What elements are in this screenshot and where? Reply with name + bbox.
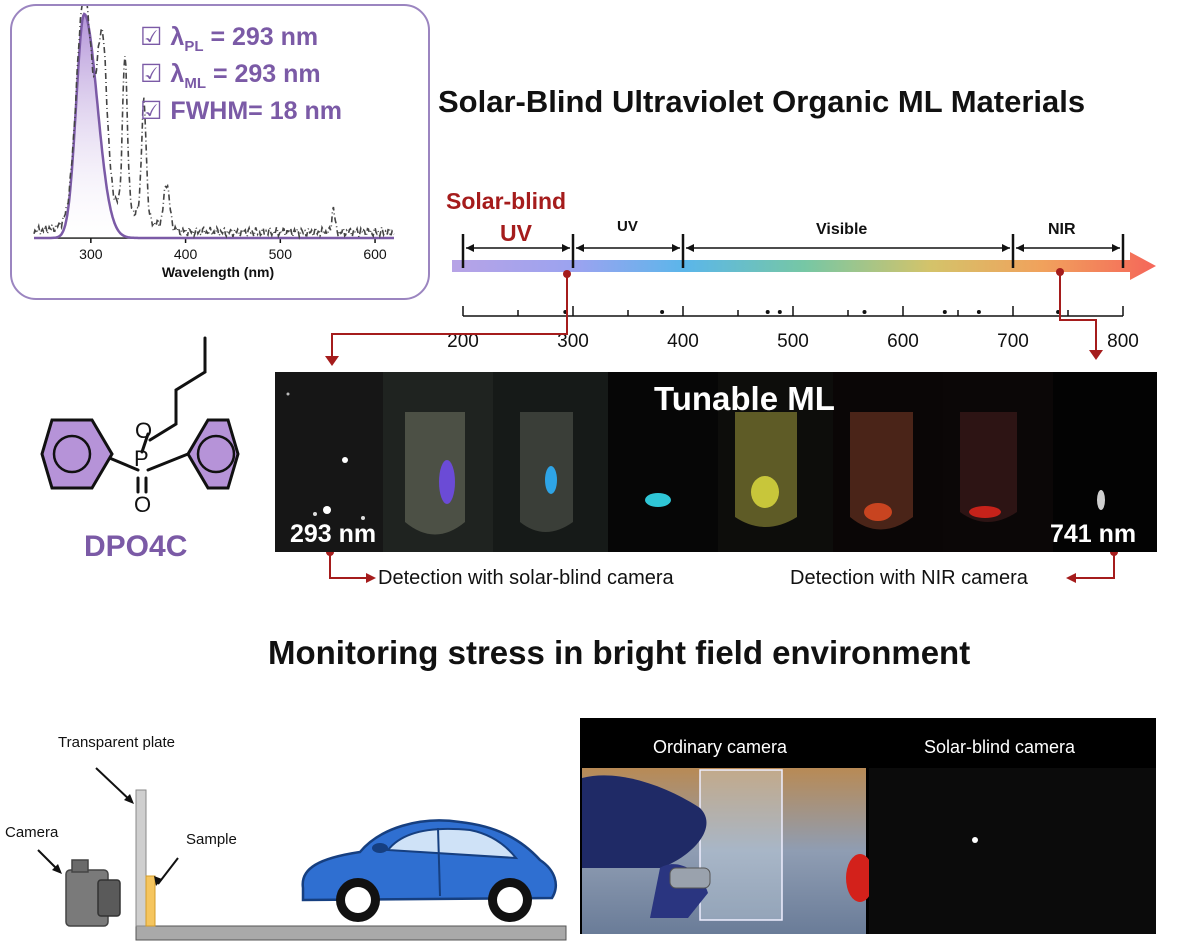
plate-label: Transparent plate [58, 734, 176, 751]
camera-icon [65, 859, 121, 927]
photo-left-label: 293 nm [290, 520, 377, 548]
bracket-arrow [1016, 244, 1024, 252]
tunable-ml-title: Tunable ML [654, 380, 835, 417]
spectrum-diagram: 200 300 400 500 600 700 800 [447, 234, 1156, 352]
inset-tick-label: 500 [269, 246, 293, 262]
solar-blind-uv-label: UV [500, 220, 532, 246]
inset-xlabel: Wavelength (nm) [162, 264, 274, 280]
segment-visible-label: Visible [816, 221, 868, 238]
sample-block [145, 875, 156, 927]
inset-plot-area: 300 400 500 600 [33, 6, 395, 262]
emission-point [660, 310, 665, 314]
axis-tick-label: 300 [557, 331, 589, 352]
inset-tick-label: 600 [363, 246, 387, 262]
oxygen-atom-bottom: O [134, 492, 151, 517]
oxygen-atom-top: O [135, 418, 152, 443]
pl-line [34, 12, 394, 240]
tunable-ml-photo-strip [275, 372, 1157, 552]
phosphorus-atom: P [134, 446, 149, 471]
spectrum-arrow [452, 252, 1156, 280]
inset-tick-label: 300 [79, 246, 103, 262]
sample-label: Sample [186, 831, 237, 848]
solar-blind-label: Solar-blind [446, 188, 567, 214]
bracket-arrow [672, 244, 680, 252]
base-platform [135, 925, 567, 941]
detection-left-text: Detection with solar-blind camera [378, 567, 674, 589]
ml-line [33, 6, 395, 240]
camera-comparison-photos [580, 718, 1156, 934]
main-title: Solar-Blind Ultraviolet Organic ML Mater… [438, 84, 1086, 119]
molecule-name: DPO4C [84, 530, 188, 563]
ml-photos [275, 372, 1157, 552]
setup-illustration [37, 767, 567, 941]
photo-right-label: 741 nm [1050, 520, 1137, 548]
bracket-arrow [562, 244, 570, 252]
axis-tick-label: 700 [997, 331, 1029, 352]
wavelength-axis: 200 300 400 500 600 700 800 [447, 306, 1139, 352]
annotation-ml: ☑λML = 293 nm [140, 60, 321, 92]
inset-tick-label: 400 [174, 246, 198, 262]
inset-chart: 300 400 500 600 Wavelength (nm) [33, 6, 395, 280]
molecule-structure: O P O [40, 336, 240, 517]
annotation-pl: ☑λPL = 293 nm [140, 23, 319, 55]
car-icon [301, 819, 557, 922]
bracket-arrow [1002, 244, 1010, 252]
bracket-arrow [686, 244, 694, 252]
phenyl-ring-left [40, 418, 114, 490]
comparison-photo-content [582, 768, 1156, 934]
emission-point [976, 310, 981, 314]
segment-uv-label: UV [617, 218, 638, 235]
emission-point [1056, 310, 1061, 314]
emission-point [765, 310, 770, 314]
axis-tick-label: 400 [667, 331, 699, 352]
emission-point [862, 310, 867, 314]
emission-point [563, 310, 568, 314]
axis-tick-label: 500 [777, 331, 809, 352]
segment-nir-label: NIR [1048, 221, 1076, 238]
axis-tick-label: 800 [1107, 331, 1139, 352]
bracket-arrow [1112, 244, 1120, 252]
butyl-chain [148, 336, 207, 442]
phenyl-ring-right [186, 418, 240, 490]
solar-blind-camera-label: Solar-blind camera [924, 737, 1076, 757]
ordinary-camera-label: Ordinary camera [653, 737, 788, 757]
subtitle: Monitoring stress in bright field enviro… [268, 634, 971, 671]
transparent-plate [135, 789, 147, 927]
spectrum-inset: 300 400 500 600 Wavelength (nm) [10, 4, 430, 300]
pl-area [34, 14, 394, 238]
annotation-fwhm: ☑FWHM= 18 nm [140, 97, 342, 125]
axis-tick-label: 600 [887, 331, 919, 352]
axis-tick-label: 200 [447, 331, 479, 352]
bracket-arrow [466, 244, 474, 252]
spectrum-brackets [461, 234, 1125, 268]
bracket-arrow [576, 244, 584, 252]
emission-point [777, 310, 782, 314]
camera-label: Camera [5, 824, 59, 841]
emission-point [942, 310, 947, 314]
detection-right-text: Detection with NIR camera [790, 567, 1028, 589]
